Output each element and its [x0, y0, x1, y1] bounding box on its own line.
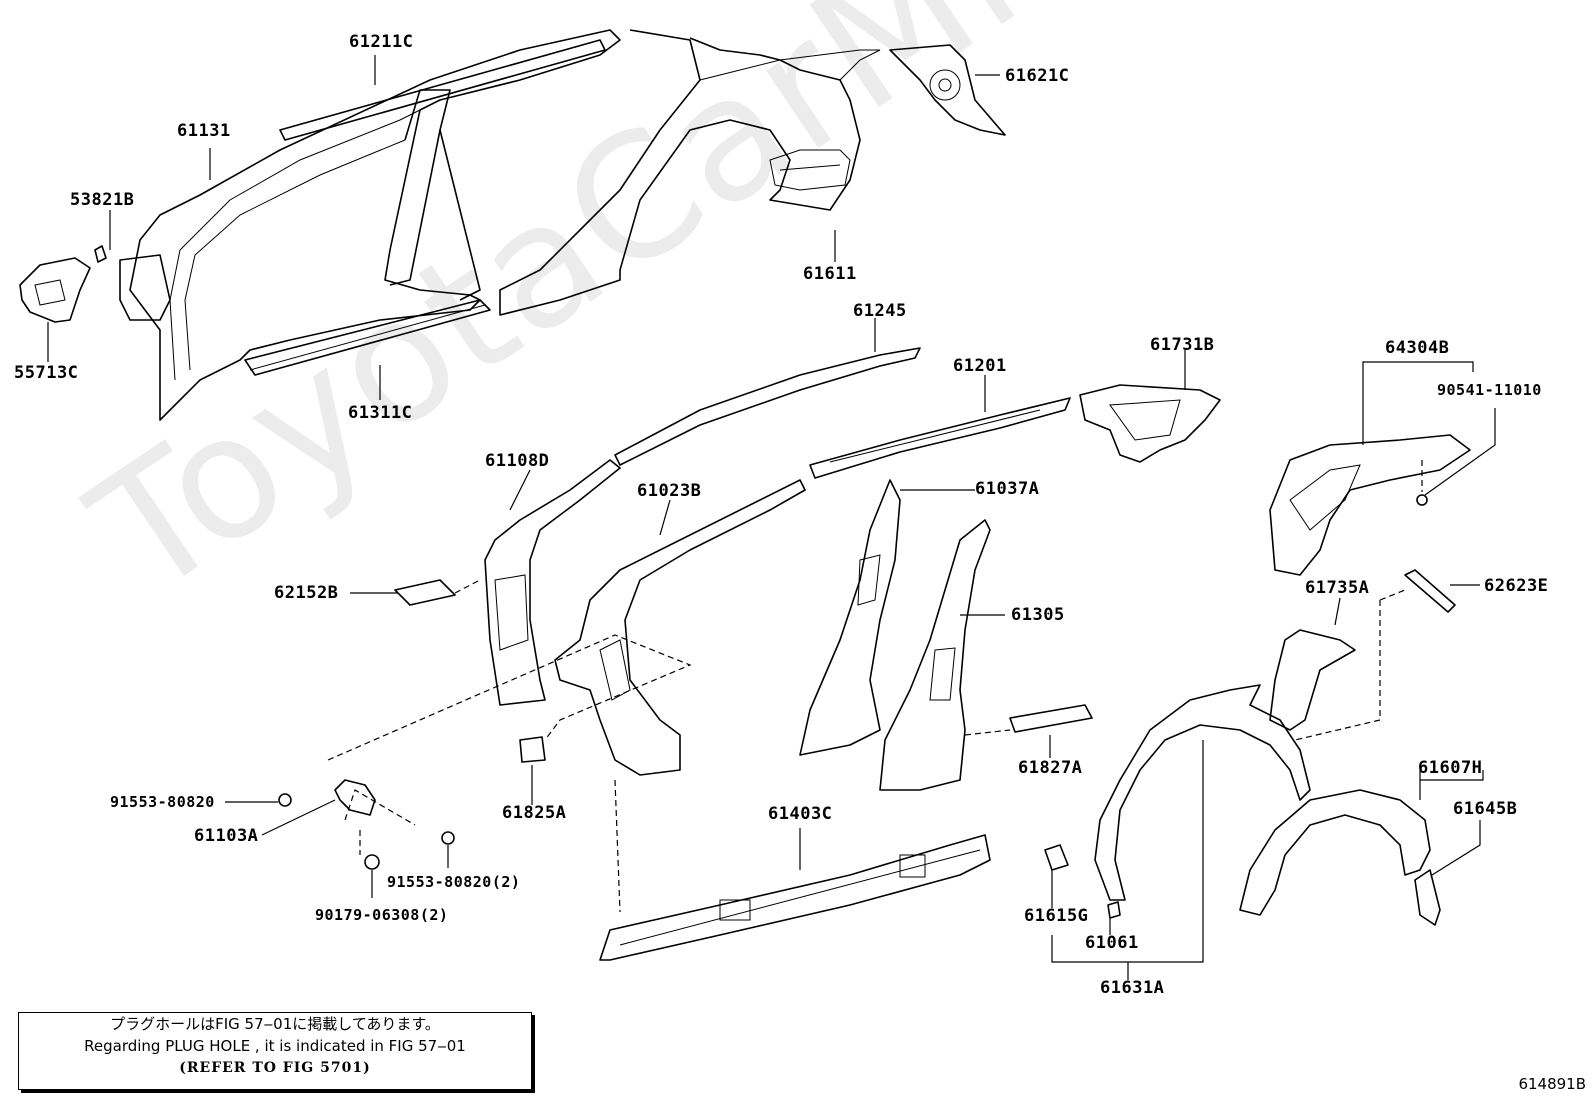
- part-62623E: [1404, 569, 1456, 613]
- label-61211C: 61211C: [349, 32, 414, 52]
- label-61108D: 61108D: [485, 451, 550, 471]
- label-90179-06308-2: 90179-06308(2): [315, 906, 449, 924]
- label-90541-11010: 90541-11010: [1437, 381, 1542, 399]
- part-61037A: [799, 479, 901, 756]
- label-91553-80820: 91553-80820: [110, 793, 215, 811]
- label-61825A: 61825A: [502, 803, 567, 823]
- part-61827A: [1009, 704, 1093, 733]
- body-side-outer-panel: [119, 29, 881, 421]
- part-61023B: [554, 479, 806, 776]
- label-61201: 61201: [953, 356, 1007, 376]
- label-61403C: 61403C: [768, 804, 833, 824]
- label-61061: 61061: [1085, 933, 1139, 953]
- figure-id: 614891B: [1518, 1075, 1586, 1093]
- label-61607H: 61607H: [1418, 758, 1483, 778]
- label-62623E: 62623E: [1484, 576, 1549, 596]
- leader-lines: [47, 55, 1496, 980]
- label-61735A: 61735A: [1305, 578, 1370, 598]
- label-53821B: 53821B: [70, 190, 135, 210]
- label-61827A: 61827A: [1018, 758, 1083, 778]
- part-61403C: [599, 834, 991, 961]
- label-61621C: 61621C: [1005, 66, 1070, 86]
- part-64304B: [1269, 434, 1471, 576]
- note-line-reference: (REFER TO FIG 5701): [179, 1060, 371, 1076]
- label-61103A: 61103A: [194, 826, 259, 846]
- part-61108D: [484, 459, 621, 706]
- label-64304B: 64304B: [1385, 338, 1450, 358]
- part-61607H: [1239, 789, 1431, 916]
- label-61631A: 61631A: [1100, 978, 1165, 998]
- label-61611: 61611: [803, 264, 857, 284]
- plug-hole-note: プラグホールはFIG 57‒01に掲載してあります。 Regarding PLU…: [18, 1012, 532, 1090]
- part-90541-11010: [1416, 494, 1428, 506]
- label-61305: 61305: [1011, 605, 1065, 625]
- label-61645B: 61645B: [1453, 799, 1518, 819]
- label-61131: 61131: [177, 121, 231, 141]
- note-line-english: Regarding PLUG HOLE , it is indicated in…: [84, 1037, 466, 1055]
- part-61305: [879, 519, 991, 791]
- part-61201: [809, 397, 1071, 479]
- label-91553-80820-2: 91553-80820(2): [387, 873, 521, 891]
- label-61311C: 61311C: [348, 403, 413, 423]
- label-61615G: 61615G: [1024, 906, 1089, 926]
- label-61245: 61245: [853, 301, 907, 321]
- part-62152B: [394, 579, 456, 606]
- part-61731B: [1079, 384, 1221, 463]
- part-90179-06308: [364, 854, 380, 870]
- part-55713C: [19, 257, 91, 323]
- label-61731B: 61731B: [1150, 335, 1215, 355]
- part-61825A: [519, 736, 546, 763]
- part-61735A: [1269, 629, 1356, 731]
- label-62152B: 62152B: [274, 583, 339, 603]
- assembly-dashed-lines: [327, 460, 1423, 913]
- note-line-japanese: プラグホールはFIG 57‒01に掲載してあります。: [110, 1015, 440, 1033]
- part-61103A: [334, 779, 376, 816]
- label-61023B: 61023B: [637, 481, 702, 501]
- label-61037A: 61037A: [975, 479, 1040, 499]
- label-55713C: 55713C: [14, 363, 79, 383]
- part-53821B: [94, 245, 107, 263]
- part-91553-80820-2: [441, 831, 455, 845]
- part-61245: [614, 347, 921, 466]
- part-61621C: [889, 44, 1006, 136]
- part-91553-80820: [278, 793, 292, 807]
- part-61645B: [1414, 869, 1441, 926]
- part-61631A: [1094, 684, 1311, 901]
